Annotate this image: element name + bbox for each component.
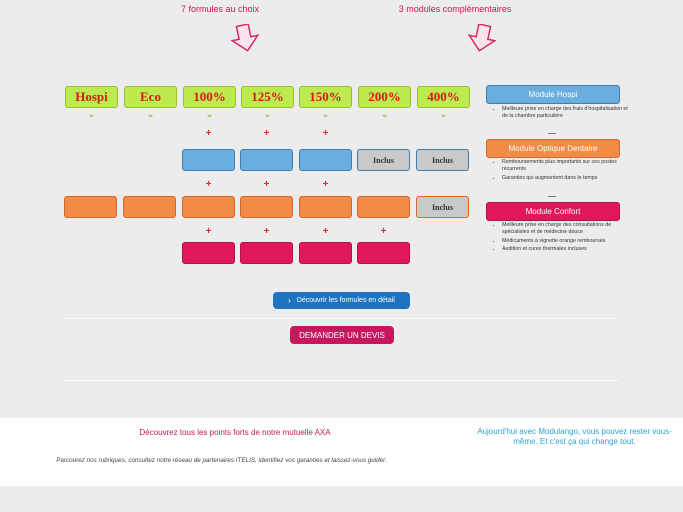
request-quote-button[interactable]: DEMANDER UN DEVIS	[290, 326, 394, 344]
list-item: Remboursements plus importants sur ces p…	[502, 159, 630, 173]
module-optique-title: Module Optique Dentaire	[486, 139, 620, 158]
chevron-down-icon: ⌄	[263, 109, 272, 119]
formula-125[interactable]: 125%	[241, 86, 294, 108]
module-confort-cell	[240, 242, 293, 264]
included-badge: Inclus	[416, 196, 469, 218]
module-optique-cell	[240, 196, 293, 218]
separator	[548, 133, 556, 134]
formula-eco[interactable]: Eco	[124, 86, 177, 108]
module-optique-cell	[299, 196, 352, 218]
list-item: Meilleure prise en charge des consultati…	[502, 222, 630, 236]
plus-sign: +	[263, 128, 270, 139]
module-hospi-cell	[240, 149, 293, 171]
footer-left-title: Découvrez tous les points forts de notre…	[139, 428, 331, 437]
divider	[64, 318, 619, 319]
list-item: Garanties qui augmentent dans le temps	[502, 175, 630, 182]
formula-400[interactable]: 400%	[417, 86, 470, 108]
module-confort-cell	[182, 242, 235, 264]
modules-heading: 3 modules complémentaires	[398, 4, 512, 14]
chevron-down-icon: ⌄	[321, 109, 330, 119]
plus-sign: +	[263, 179, 270, 190]
module-confort-title: Module Confort	[486, 202, 620, 221]
module-hospi-cell	[182, 149, 235, 171]
chevron-down-icon: ⌄	[380, 109, 389, 119]
down-arrow-icon	[467, 24, 497, 52]
list-item: Médicaments à vignette orange remboursés	[502, 238, 630, 245]
chevron-right-icon: ›	[288, 296, 291, 305]
plus-sign: +	[322, 179, 329, 190]
plus-sign: +	[322, 128, 329, 139]
plus-sign: +	[205, 179, 212, 190]
down-arrow-icon	[230, 24, 260, 52]
module-confort-list: Meilleure prise en charge des consultati…	[492, 222, 630, 255]
formula-150[interactable]: 150%	[299, 86, 352, 108]
formula-hospi[interactable]: Hospi	[65, 86, 118, 108]
included-badge: Inclus	[416, 149, 469, 171]
formulas-heading: 7 formules au choix	[180, 4, 260, 14]
module-optique-list: Remboursements plus importants sur ces p…	[492, 159, 630, 183]
module-confort-cell	[299, 242, 352, 264]
module-optique-cell	[182, 196, 235, 218]
module-hospi-list: Meilleure prise en charge des frais d'ho…	[492, 106, 630, 122]
module-hospi-cell	[299, 149, 352, 171]
plus-sign: +	[205, 128, 212, 139]
divider	[64, 380, 619, 381]
footer-left-text: Parcourez nos rubriques, consultez notre…	[56, 457, 387, 464]
discover-formulas-label: Découvrir les formules en détail	[296, 297, 395, 304]
formula-200[interactable]: 200%	[358, 86, 411, 108]
module-optique-cell	[357, 196, 410, 218]
plus-sign: +	[263, 226, 270, 237]
plus-sign: +	[380, 226, 387, 237]
plus-sign: +	[322, 226, 329, 237]
module-confort-cell	[357, 242, 410, 264]
chevron-down-icon: ⌄	[146, 109, 155, 119]
chevron-down-icon: ⌄	[87, 109, 96, 119]
chevron-down-icon: ⌄	[205, 109, 214, 119]
footer-band	[0, 418, 683, 486]
list-item: Audition et cures thermales incluses	[502, 246, 630, 253]
separator	[548, 196, 556, 197]
chevron-down-icon: ⌄	[439, 109, 448, 119]
list-item: Meilleure prise en charge des frais d'ho…	[502, 106, 630, 120]
module-optique-cell	[123, 196, 176, 218]
plus-sign: +	[205, 226, 212, 237]
included-badge: Inclus	[357, 149, 410, 171]
module-hospi-title: Module Hospi	[486, 85, 620, 104]
footer-right-text: Aujourd'hui avec Modulango, vous pouvez …	[477, 427, 672, 446]
module-optique-cell	[64, 196, 117, 218]
formula-100[interactable]: 100%	[183, 86, 236, 108]
discover-formulas-button[interactable]: › Découvrir les formules en détail	[273, 292, 410, 309]
